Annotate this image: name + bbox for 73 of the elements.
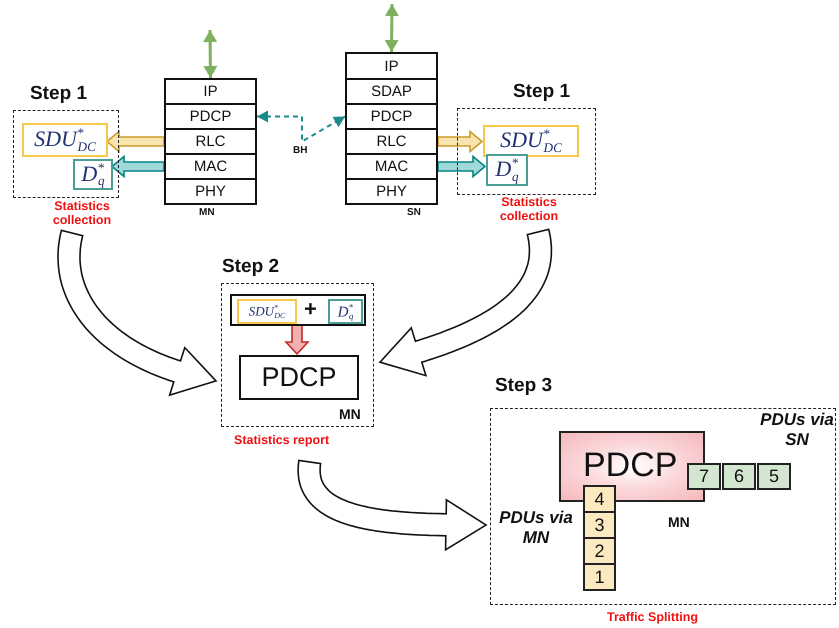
process-box	[239, 355, 359, 400]
sequence-number: 4	[594, 488, 604, 510]
layer-label: PDCP	[190, 108, 232, 125]
step-heading: Step 1	[513, 82, 570, 103]
sequence-number: 2	[594, 540, 604, 562]
arrow	[203, 30, 218, 78]
layer-label: RLC	[195, 133, 226, 150]
layer-label: IP	[384, 58, 399, 74]
pdu-box	[687, 463, 721, 490]
layer-label: PDCP	[370, 108, 412, 125]
protocol-layer-box	[164, 178, 257, 205]
metric-box	[237, 299, 297, 324]
protocol-layer-box	[345, 78, 438, 105]
protocol-layer-box	[164, 153, 257, 180]
protocol-layer-box	[164, 128, 257, 155]
group-label: PDUs via MN	[498, 508, 574, 549]
metric-box	[22, 123, 108, 157]
node-label: MN	[199, 207, 215, 218]
node-label: SN	[407, 207, 421, 218]
metric-box	[73, 159, 113, 190]
pdu-box	[757, 463, 791, 490]
curved-arrow	[57, 229, 218, 396]
layer-label: MAC	[374, 158, 408, 175]
layer-label: PHY	[195, 183, 226, 200]
protocol-layer-box	[345, 52, 438, 80]
block-arrow	[106, 130, 165, 154]
sequence-number: 3	[594, 514, 604, 536]
curved-arrow	[297, 459, 488, 552]
sequence-number: 7	[698, 466, 709, 487]
protocol-layer-box	[164, 103, 257, 130]
sequence-number: 1	[594, 566, 604, 588]
block-arrow	[437, 130, 484, 154]
pdu-box	[583, 511, 616, 539]
layer-label: PDCP	[261, 362, 336, 393]
layer-label: RLC	[376, 133, 406, 150]
layer-label: MAC	[194, 158, 228, 175]
plus-sign: +	[304, 297, 317, 322]
edge-label: BH	[292, 145, 308, 156]
pdu-box	[583, 485, 616, 513]
arrow	[384, 4, 399, 52]
group-label: PDUs via SN	[759, 410, 835, 451]
report-box	[230, 294, 366, 326]
pdu-box	[583, 563, 616, 591]
protocol-layer-box	[345, 153, 438, 180]
dashed-arrow	[257, 110, 346, 144]
pdu-box	[583, 537, 616, 565]
metric-box	[483, 125, 579, 157]
node-label: MN	[339, 407, 361, 422]
metric-box	[486, 154, 528, 186]
node-label: MN	[668, 515, 690, 530]
node-label: Statistics collection	[52, 200, 112, 228]
layer-label: PHY	[376, 183, 407, 200]
layer-label: IP	[203, 83, 218, 100]
protocol-layer-box	[345, 178, 438, 205]
layer-label: PDCP	[583, 447, 678, 484]
sequence-number: 5	[768, 466, 779, 487]
layer-label: SDAP	[371, 83, 412, 100]
pdu-box	[722, 463, 756, 490]
node-label: Statistics report	[234, 434, 330, 448]
curved-arrow	[378, 228, 552, 377]
node-label: Statistics collection	[498, 196, 560, 224]
block-arrow	[437, 154, 486, 178]
protocol-layer-box	[345, 128, 438, 155]
block-arrow	[284, 324, 310, 356]
sequence-number: 6	[734, 466, 744, 487]
step-heading: Step 1	[30, 84, 88, 105]
protocol-layer-box	[345, 103, 438, 130]
block-arrow	[110, 154, 165, 178]
step-heading: Step 2	[222, 257, 280, 278]
step-heading: Step 3	[495, 376, 552, 397]
metric-box	[328, 299, 363, 324]
node-label: Traffic Splitting	[607, 611, 698, 625]
protocol-layer-box	[164, 78, 257, 105]
